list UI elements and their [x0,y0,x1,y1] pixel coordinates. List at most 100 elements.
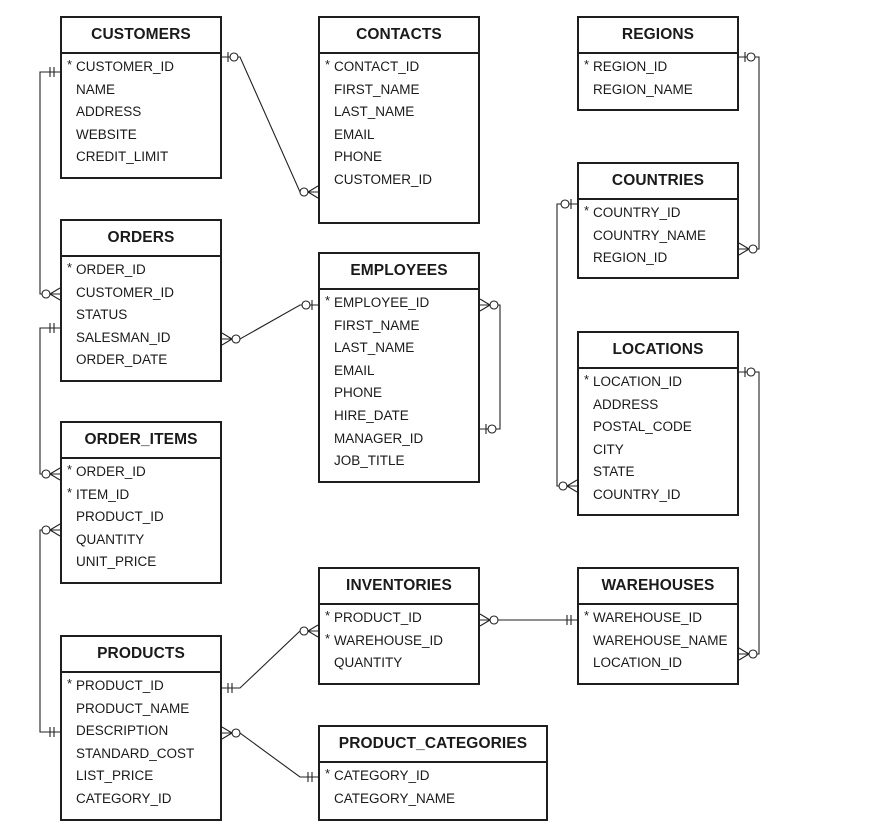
attribute: COUNTRY_NAME [579,225,737,248]
attribute-list: *COUNTRY_ID COUNTRY_NAME REGION_ID [579,200,737,270]
crows-foot-mark [49,473,61,481]
crows-foot-mark [307,185,319,193]
cardinality-zero-mark [489,300,499,310]
cardinality-zero-mark [301,300,311,310]
attribute: NAME [62,79,220,102]
attribute: LAST_NAME [320,337,478,360]
attribute: PHONE [320,146,478,169]
primary-key-attribute: *EMPLOYEE_ID [320,292,478,315]
attribute: CITY [579,439,737,462]
primary-key-attribute: *ITEM_ID [62,484,220,507]
attribute-name: QUANTITY [334,655,403,671]
cardinality-zero-mark [748,649,758,659]
primary-key-attribute: *ORDER_ID [62,259,220,282]
attribute: PRODUCT_NAME [62,698,220,721]
attribute-name: NAME [76,81,116,97]
attribute: ADDRESS [62,101,220,124]
crows-foot-mark [49,529,61,537]
primary-key-attribute: *CUSTOMER_ID [62,56,220,79]
attribute-name: CONTACT_ID [334,59,420,74]
attribute-name: ORDER_DATE [76,352,168,368]
attribute-name: ORDER_ID [76,262,146,277]
attribute-name: PRODUCT_ID [76,509,164,525]
entity-title: EMPLOYEES [320,254,478,290]
attribute-name: STATE [593,464,635,480]
attribute: STANDARD_COST [62,743,220,766]
attribute-name: PHONE [334,385,383,401]
attribute-name: SALESMAN_ID [76,329,171,345]
cardinality-zero-mark [487,424,497,434]
relationship-line [222,56,318,193]
primary-key-marker: * [584,203,590,218]
crows-foot-mark [479,298,491,306]
relationship-line [739,56,760,250]
crows-foot-mark [566,479,578,487]
cardinality-zero-mark [560,199,570,209]
primary-key-marker: * [584,608,590,623]
attribute-name: QUANTITY [76,531,145,547]
attribute-name: LIST_PRICE [76,768,154,784]
attribute-name: COUNTRY_NAME [593,227,707,243]
primary-key-marker: * [67,676,73,691]
attribute-name: PHONE [334,149,383,165]
crows-foot-mark [49,467,61,475]
attribute-name: UNIT_PRICE [76,554,157,570]
attribute-name: EMAIL [334,126,375,142]
attribute-name: EMPLOYEE_ID [334,295,430,310]
attribute: CATEGORY_NAME [320,788,546,811]
cardinality-zero-mark [229,52,239,62]
attribute-name: STANDARD_COST [76,745,195,761]
attribute-name: WAREHOUSE_ID [334,632,444,648]
attribute: PHONE [320,382,478,405]
primary-key-attribute: *REGION_ID [579,56,737,79]
cardinality-zero-mark [231,728,241,738]
attribute: JOB_TITLE [320,450,478,473]
primary-key-marker: * [67,57,73,72]
primary-key-attribute: *COUNTRY_ID [579,202,737,225]
primary-key-marker: * [325,630,331,646]
attribute-name: CUSTOMER_ID [76,59,175,74]
crows-foot-mark [221,332,233,340]
entity-title: CUSTOMERS [62,18,220,54]
attribute-name: LAST_NAME [334,104,415,120]
attribute: SALESMAN_ID [62,327,220,350]
attribute-name: WAREHOUSE_ID [593,610,703,625]
attribute-name: PRODUCT_ID [334,610,422,625]
attribute: WEBSITE [62,124,220,147]
attribute: STATUS [62,304,220,327]
crows-foot-mark [221,338,233,346]
cardinality-zero-mark [746,367,756,377]
crows-foot-mark [738,248,750,256]
attribute-name: CATEGORY_ID [334,768,430,783]
attribute-name: JOB_TITLE [334,453,405,469]
entity-title: ORDER_ITEMS [62,423,220,459]
primary-key-attribute: *ORDER_ID [62,461,220,484]
crows-foot-mark [738,653,750,661]
attribute-name: MANAGER_ID [334,430,424,446]
attribute: MANAGER_ID [320,428,478,451]
crows-foot-mark [49,523,61,531]
entity-title: PRODUCT_CATEGORIES [320,727,546,763]
cardinality-zero-mark [299,626,309,636]
relationship-line [39,529,60,733]
primary-key-attribute: *CATEGORY_ID [320,765,546,788]
cardinality-zero-mark [746,52,756,62]
attribute-name: COUNTRY_ID [593,486,681,502]
attribute-name: REGION_ID [593,250,668,266]
cardinality-zero-mark [489,615,499,625]
attribute: WAREHOUSE_NAME [579,630,737,653]
primary-key-marker: * [67,462,73,477]
attribute-name: ORDER_ID [76,464,146,479]
